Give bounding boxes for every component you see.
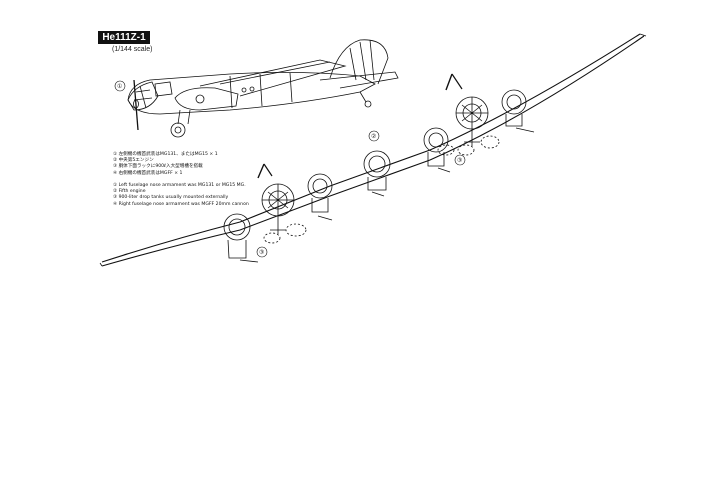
callout-2: ②	[371, 133, 376, 140]
callout-1: ①	[117, 83, 122, 90]
callout-3a: ③	[259, 249, 264, 256]
note-jp-3: ③ 胴体下面ラックに900ℓ入大型増槽を搭載	[113, 164, 203, 170]
note-jp-1: ① 左側機の機首武装はMG131、またはMG15 × 1	[113, 152, 218, 157]
fuselage-right	[451, 73, 500, 156]
fuselage-left	[261, 163, 307, 244]
engine-outer-right	[501, 89, 535, 133]
engine-inner-right	[423, 127, 455, 173]
engine-outer-left	[223, 213, 259, 263]
notes-japanese: ① 左側機の機首武装はMG131、またはMG15 × 1 ② 中央第5エンジン …	[113, 152, 218, 177]
note-jp-2: ② 中央第5エンジン	[113, 158, 154, 164]
front-view-aircraft	[99, 33, 647, 267]
note-en-2: ② Fifth engine	[113, 189, 146, 195]
engine-inner-left	[307, 173, 333, 221]
note-en-1: ① Left fuselage nose armament was MG131 …	[113, 183, 246, 188]
side-view-aircraft	[127, 39, 399, 138]
notes-english: ① Left fuselage nose armament was MG131 …	[113, 183, 249, 208]
note-en-4: ④ Right fuselage nose armament was MGFF …	[113, 201, 249, 207]
scale-label: (1/144 scale)	[112, 46, 153, 53]
note-jp-4: ④ 右側機の機首武装はMGFF × 1	[113, 170, 183, 176]
callout-3b: ③	[457, 157, 462, 164]
callout-markers: ① ② ③ ③	[114, 80, 466, 258]
note-en-3: ③ 900-liter drop tanks usually mounted e…	[113, 195, 229, 201]
engine-center-fifth	[363, 150, 391, 197]
drawing-title: He111Z-1	[98, 31, 150, 44]
